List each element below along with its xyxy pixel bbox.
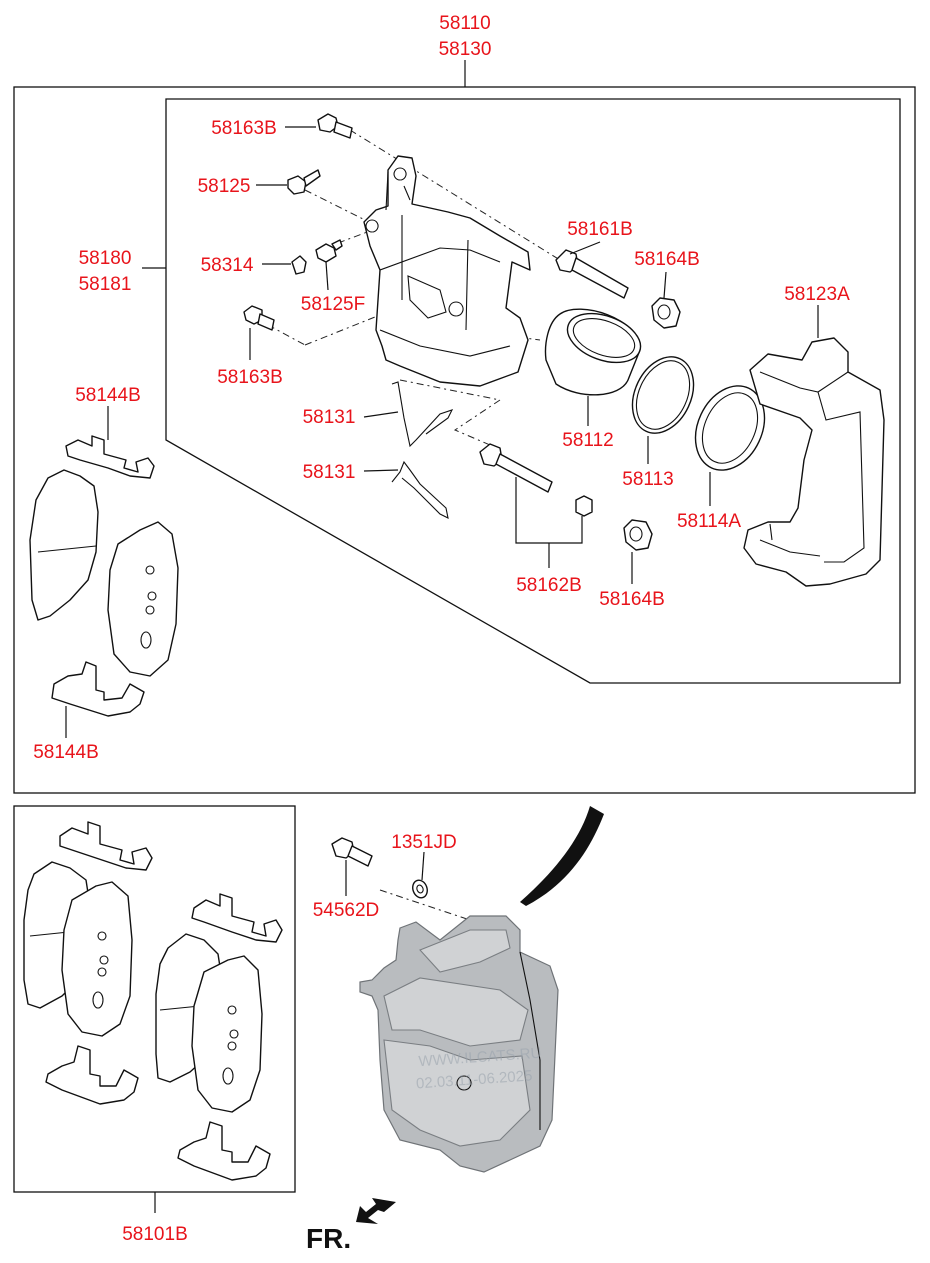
label-caliper-bottom: 58181 <box>79 274 132 295</box>
label-boot-lower: 58164B <box>599 589 665 610</box>
caliper-carrier-part <box>743 337 885 587</box>
bleeder-sensor-part <box>291 255 307 275</box>
lower-bolt-part <box>243 305 275 331</box>
label-bleeder: 58125 <box>198 176 251 197</box>
outer-pad-part <box>29 469 99 621</box>
label-washer: 1351JD <box>391 832 457 853</box>
label-mount-bolt: 54562D <box>313 900 380 921</box>
label-assy-bottom: 58130 <box>439 39 492 60</box>
upper-bolt-part <box>317 113 353 139</box>
label-seal: 58113 <box>622 469 673 490</box>
pad-kit-shim-4 <box>177 1121 271 1181</box>
lower-guide-pin-part <box>479 443 553 493</box>
upper-spring-part <box>391 381 454 448</box>
leader-lines <box>65 126 819 896</box>
label-bolt-lower: 58163B <box>217 367 283 388</box>
bleeder-screw-part <box>287 169 321 195</box>
label-assy-top: 58110 <box>439 13 490 34</box>
direction-arrow-icon <box>356 1198 396 1224</box>
label-guide-pin: 58161B <box>567 219 633 240</box>
label-bleeder-cap: 58125F <box>301 294 365 315</box>
inner-pad-part <box>107 521 179 677</box>
label-caliper-top: 58180 <box>79 248 132 269</box>
guide-pin-cap-part <box>575 495 593 517</box>
label-carrier: 58123A <box>784 284 850 305</box>
dust-boot-part <box>694 385 766 471</box>
pad-kit-shim-3 <box>191 893 283 943</box>
label-guide-pin-kit: 58162B <box>516 575 582 596</box>
caliper-housing <box>363 155 531 387</box>
upper-pin-boot-part <box>651 297 681 329</box>
label-piston: 58112 <box>562 430 613 451</box>
label-bolt-upper: 58163B <box>211 118 277 139</box>
mount-bolt-part <box>331 837 373 867</box>
washer-part <box>412 879 428 899</box>
lower-spring-part <box>391 460 449 519</box>
label-pad-kit: 58101B <box>122 1224 188 1245</box>
bleeder-cap-part <box>315 239 343 263</box>
direction-label: FR. <box>306 1223 351 1254</box>
pad-kit-shim-2 <box>45 1045 139 1105</box>
installed-caliper-assembly <box>359 915 559 1173</box>
label-spring-upper: 58131 <box>303 407 356 428</box>
direction-swoosh <box>520 806 604 906</box>
lower-pin-boot-part <box>623 519 653 551</box>
label-shim-upper: 58144B <box>75 385 141 406</box>
lower-shim-part <box>51 661 145 717</box>
caliper-subframe <box>142 98 901 684</box>
piston-seal-part <box>631 356 695 434</box>
label-bleeder-sensor: 58314 <box>201 255 254 276</box>
pad-kit-pad-4 <box>191 955 263 1113</box>
label-boot-upper: 58164B <box>634 249 700 270</box>
pad-kit-frame <box>13 805 296 1213</box>
upper-guide-pin-part <box>555 249 629 299</box>
pad-kit-shim-1 <box>59 821 153 871</box>
piston-part <box>544 308 642 396</box>
label-dust-boot: 58114A <box>677 511 741 532</box>
outer-assembly-frame <box>13 60 916 794</box>
upper-shim-part <box>65 435 155 479</box>
label-spring-lower: 58131 <box>303 462 356 483</box>
pad-kit-pad-2 <box>61 881 133 1037</box>
label-shim-lower: 58144B <box>33 742 99 763</box>
